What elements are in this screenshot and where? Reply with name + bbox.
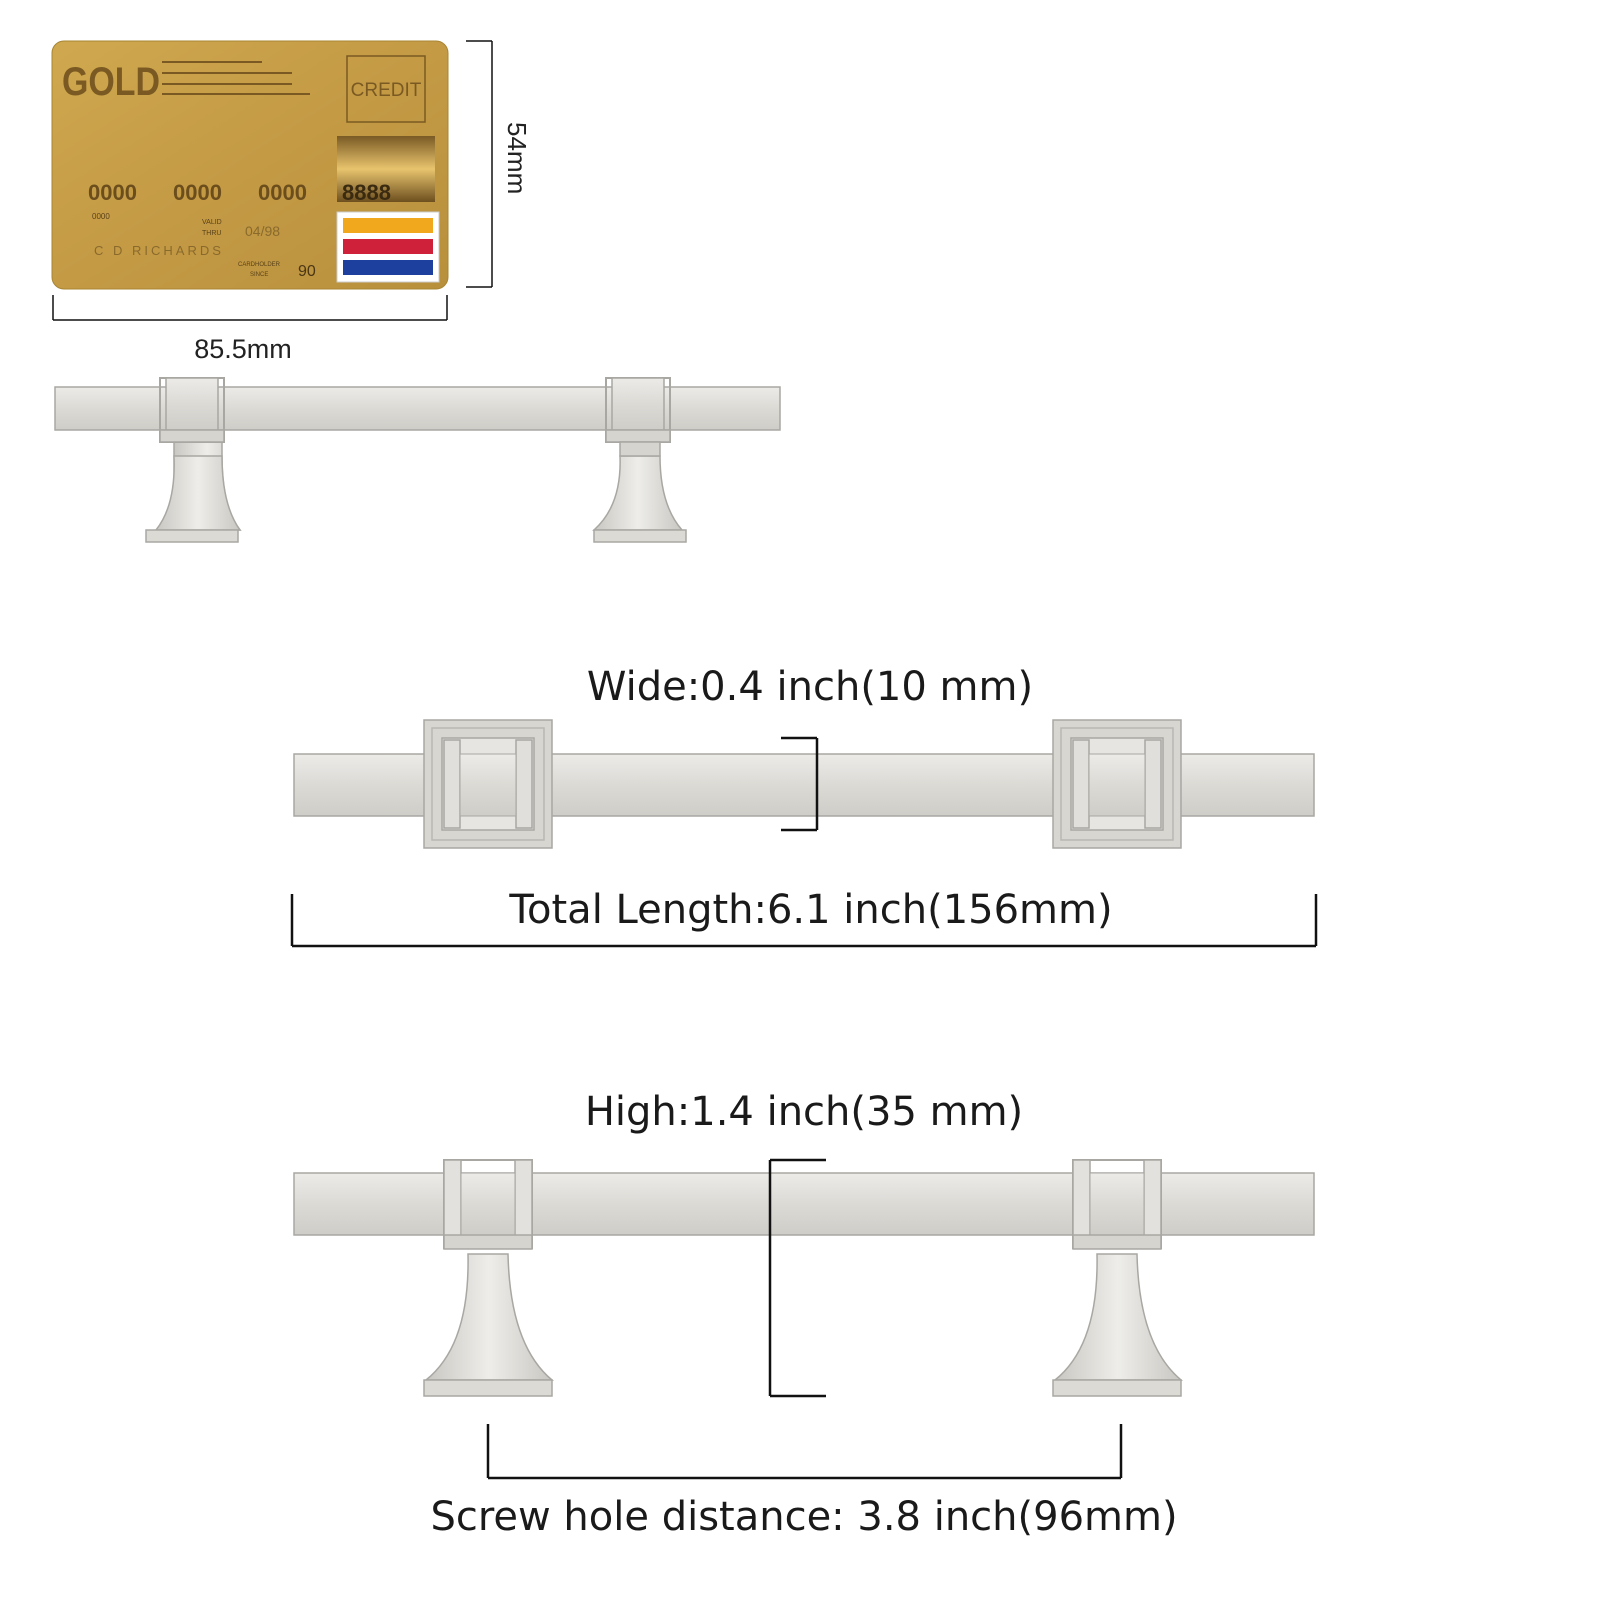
total-length-bracket [290, 894, 1318, 948]
card-small-code: 0000 [92, 212, 110, 221]
card-number-4: 8888 [342, 180, 391, 205]
card-credit-box [346, 55, 426, 123]
card-holder: C D RICHARDS [94, 243, 224, 258]
handle-post [423, 1159, 555, 1397]
card-width-dimension [52, 295, 448, 321]
card-since-label: SINCE [250, 272, 268, 278]
screw-hole-label: Screw hole distance: 3.8 inch(96mm) [430, 1494, 1177, 1540]
handle-base-plate [423, 719, 553, 849]
card-height-label: 54mm [502, 122, 532, 194]
handle-post [1052, 1159, 1184, 1397]
card-brand: GOLD [62, 60, 160, 104]
card-since-label: CARDHOLDER [238, 262, 281, 268]
wide-bracket [781, 736, 819, 832]
handle-post [145, 377, 242, 543]
credit-card: GOLD CREDIT 0000 0000 0000 8888 0000 VAL… [51, 40, 449, 290]
card-since-year: 90 [298, 263, 316, 280]
handle-top-view [293, 719, 1315, 849]
high-bracket [768, 1158, 826, 1398]
total-length-label: Total Length:6.1 inch(156mm) [508, 887, 1112, 933]
card-valid-label: THRU [202, 230, 221, 237]
card-valid-label: VALID [202, 219, 222, 226]
card-height-dimension [466, 40, 493, 288]
card-valid-date: 04/98 [245, 223, 280, 239]
screw-hole-bracket [486, 1424, 1123, 1480]
handle-post [592, 377, 687, 543]
card-number-1: 0000 [88, 180, 137, 205]
card-number-2: 0000 [173, 180, 222, 205]
handle-base-plate [1052, 719, 1182, 849]
handle-bar [54, 386, 781, 431]
card-hologram [337, 136, 435, 202]
card-width-label: 85.5mm [194, 334, 292, 364]
high-label: High:1.4 inch(35 mm) [585, 1089, 1023, 1135]
handle-side-view-small [54, 377, 781, 543]
card-logo-flag [336, 211, 440, 283]
card-number-3: 0000 [258, 180, 307, 205]
card-type: CREDIT [351, 80, 422, 101]
handle-side-view-large [293, 1159, 1315, 1397]
wide-label: Wide:0.4 inch(10 mm) [587, 664, 1033, 710]
